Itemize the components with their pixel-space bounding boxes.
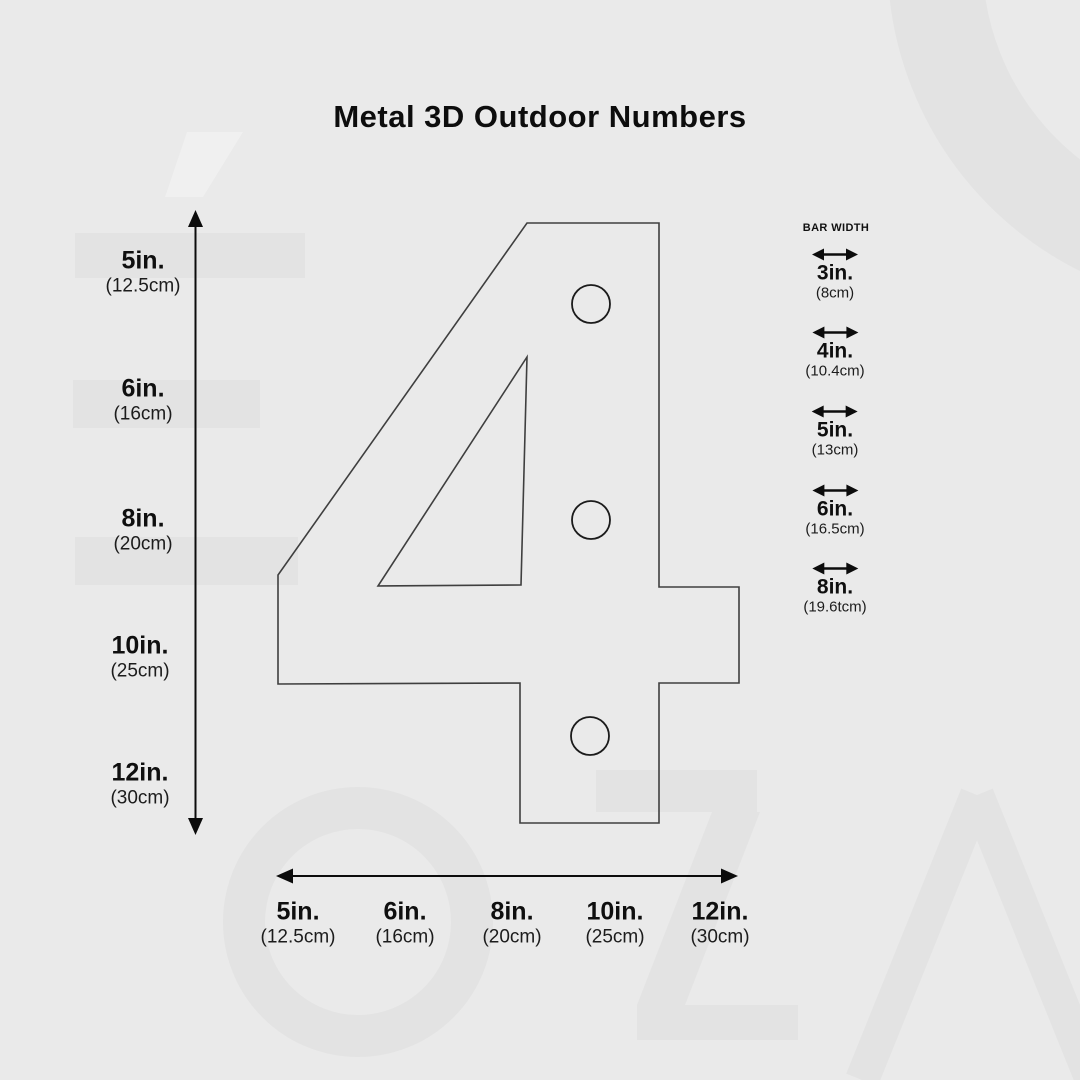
bar-width-arrow-icon <box>812 248 858 261</box>
height-label-6in: 6in. (16cm) <box>113 375 172 426</box>
number-4-outline <box>277 222 740 824</box>
mounting-hole-top <box>571 284 611 324</box>
watermark-letter-o <box>223 787 493 1057</box>
bar-width-value: 6in. <box>816 497 854 521</box>
height-value: 5in. <box>121 246 165 275</box>
height-metric: (16cm) <box>113 403 173 425</box>
height-arrow <box>188 210 203 835</box>
height-value: 8in. <box>121 504 165 533</box>
bar-width-arrow-icon <box>812 326 858 339</box>
bar-width-metric: (13cm) <box>811 441 859 459</box>
watermark-letter-a <box>846 788 1080 1080</box>
number-4-outer-path <box>277 222 740 824</box>
page-title: Metal 3D Outdoor Numbers <box>333 99 747 134</box>
watermark-accent <box>165 132 243 197</box>
width-label-6in: 6in. (16cm) <box>375 898 434 949</box>
bar-width-metric: (16.5cm) <box>805 520 865 538</box>
height-metric: (30cm) <box>110 787 170 809</box>
width-label-5in: 5in. (12.5cm) <box>261 898 336 949</box>
width-metric: (12.5cm) <box>260 926 336 948</box>
bar-width-item-5in: 5in. (13cm) <box>811 405 859 460</box>
height-value: 12in. <box>111 758 169 787</box>
width-metric: (25cm) <box>585 926 645 948</box>
bar-width-metric: (8cm) <box>815 284 855 302</box>
watermark-bar <box>75 233 305 278</box>
bar-width-heading: BAR WIDTH <box>802 222 870 234</box>
width-value: 10in. <box>586 897 644 926</box>
mounting-hole-bottom <box>570 716 610 756</box>
bar-width-arrow-icon <box>812 484 858 497</box>
bar-width-item-4in: 4in. (10.4cm) <box>805 326 865 381</box>
bar-width-value: 8in. <box>816 575 854 599</box>
bar-width-arrow-icon <box>811 405 858 418</box>
bar-width-metric: (10.4cm) <box>805 362 865 380</box>
height-label-5in: 5in. (12.5cm) <box>106 247 181 298</box>
watermark <box>73 0 1080 1080</box>
width-arrow <box>276 868 738 884</box>
bar-width-item-3in: 3in. (8cm) <box>812 248 858 303</box>
watermark-letter-z <box>596 770 798 1040</box>
bar-width-item-8in: 8in. (19.6tcm) <box>803 562 867 617</box>
width-value: 5in. <box>276 897 320 926</box>
height-metric: (25cm) <box>110 660 170 682</box>
height-metric: (12.5cm) <box>105 275 181 297</box>
height-label-8in: 8in. (20cm) <box>113 505 172 556</box>
width-metric: (16cm) <box>375 926 435 948</box>
bar-width-item-6in: 6in. (16.5cm) <box>805 484 865 539</box>
bar-width-value: 5in. <box>816 418 854 442</box>
number-4-counter <box>376 354 528 587</box>
width-label-12in: 12in. (30cm) <box>690 898 749 949</box>
width-label-8in: 8in. (20cm) <box>482 898 541 949</box>
height-value: 6in. <box>121 374 165 403</box>
height-value: 10in. <box>111 631 169 660</box>
width-value: 12in. <box>691 897 749 926</box>
height-metric: (20cm) <box>113 533 173 555</box>
width-metric: (30cm) <box>690 926 750 948</box>
bar-width-value: 4in. <box>816 339 854 363</box>
height-label-10in: 10in. (25cm) <box>110 632 169 683</box>
mounting-hole-middle <box>571 500 611 540</box>
bar-width-value: 3in. <box>816 261 854 285</box>
watermark-bar <box>73 380 260 428</box>
bar-width-metric: (19.6tcm) <box>803 598 867 616</box>
width-label-10in: 10in. (25cm) <box>585 898 644 949</box>
width-metric: (20cm) <box>482 926 542 948</box>
width-value: 6in. <box>383 897 427 926</box>
width-value: 8in. <box>490 897 534 926</box>
bar-width-arrow-icon <box>811 562 858 575</box>
height-label-12in: 12in. (30cm) <box>110 759 169 810</box>
watermark-bar <box>75 537 298 585</box>
